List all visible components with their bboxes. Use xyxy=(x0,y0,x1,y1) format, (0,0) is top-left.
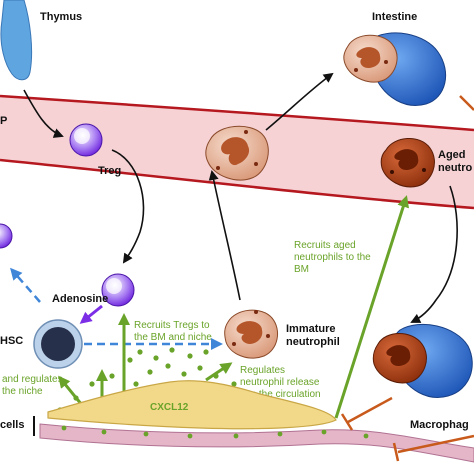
aged-to-macrophage-arrow xyxy=(410,185,458,323)
thymus-to-treg-arrow xyxy=(23,89,64,138)
neutrophil-to-intestine-arrow xyxy=(265,72,334,131)
macrophage-label: Macrophag xyxy=(410,419,469,431)
treg-label: Treg xyxy=(98,165,121,177)
recruits-aged-line2: neutrophils to the xyxy=(294,252,371,263)
aged-neutrophil xyxy=(380,138,435,188)
adenosine-treg-nucleus xyxy=(106,278,122,294)
recruits-aged-line1: Recruits aged xyxy=(294,240,356,251)
circulating-neutrophil xyxy=(205,125,269,181)
thymus-organ xyxy=(0,0,33,81)
niche-left-line2: the niche xyxy=(2,386,43,397)
adenosine-label: Adenosine xyxy=(52,293,108,305)
immature-to-circulation-arrow xyxy=(208,170,241,301)
bone-lining-dots xyxy=(61,425,369,439)
hsc-to-left-dashed-arrow xyxy=(10,267,41,303)
aged-label-line1: Aged xyxy=(438,149,466,161)
regulates-release-line1: Regulates xyxy=(240,365,285,376)
immature-label-line2: neutrophil xyxy=(286,336,340,348)
hsc-nucleus xyxy=(41,327,75,361)
intestine-neutrophil xyxy=(343,34,398,83)
cells-label: cells xyxy=(0,419,24,431)
recruits-tregs-line2: the BM and niche xyxy=(134,332,212,343)
inhibit-line-top xyxy=(459,95,474,111)
bone-lining xyxy=(39,423,474,463)
vessel-wall-bottom xyxy=(0,158,474,210)
bm-aged-neutrophil xyxy=(372,333,427,384)
hsc-label: HSC xyxy=(0,335,23,347)
niche-left-line1: and regulates xyxy=(2,374,63,385)
macrophage-inhibit-upper-bar xyxy=(340,413,354,431)
treg-nucleus xyxy=(74,128,90,144)
recruits-aged-arrow xyxy=(334,195,409,419)
immature-label-line1: Immature xyxy=(286,323,336,335)
macrophage-inhibit-lower xyxy=(397,434,474,454)
intestine-label: Intestine xyxy=(372,11,417,23)
aged-label-line2: neutro xyxy=(438,162,473,174)
regulates-release-line2: neutrophil release xyxy=(240,377,320,388)
left-partial-cell xyxy=(0,223,13,249)
edge-p-label: P xyxy=(0,115,7,127)
macrophage-inhibit-upper xyxy=(347,396,393,424)
vessel-wall-top xyxy=(0,94,474,132)
immature-neutrophil xyxy=(224,309,279,359)
cxcl12-label: CXCL12 xyxy=(150,402,189,413)
regulates-release-line3: into the circulation xyxy=(240,389,321,400)
recruits-tregs-line1: Recruits Tregs to xyxy=(134,320,210,331)
macrophage-inhibit-lower-bar xyxy=(392,442,400,462)
cxcl12-stromal-cell xyxy=(47,380,337,430)
recruits-aged-line3: BM xyxy=(294,264,309,275)
adenosine-to-hsc-arrow xyxy=(79,304,103,324)
thymus-label: Thymus xyxy=(40,11,82,23)
treg-to-bm-arrow xyxy=(111,149,145,264)
green-arrow-release xyxy=(205,362,233,382)
